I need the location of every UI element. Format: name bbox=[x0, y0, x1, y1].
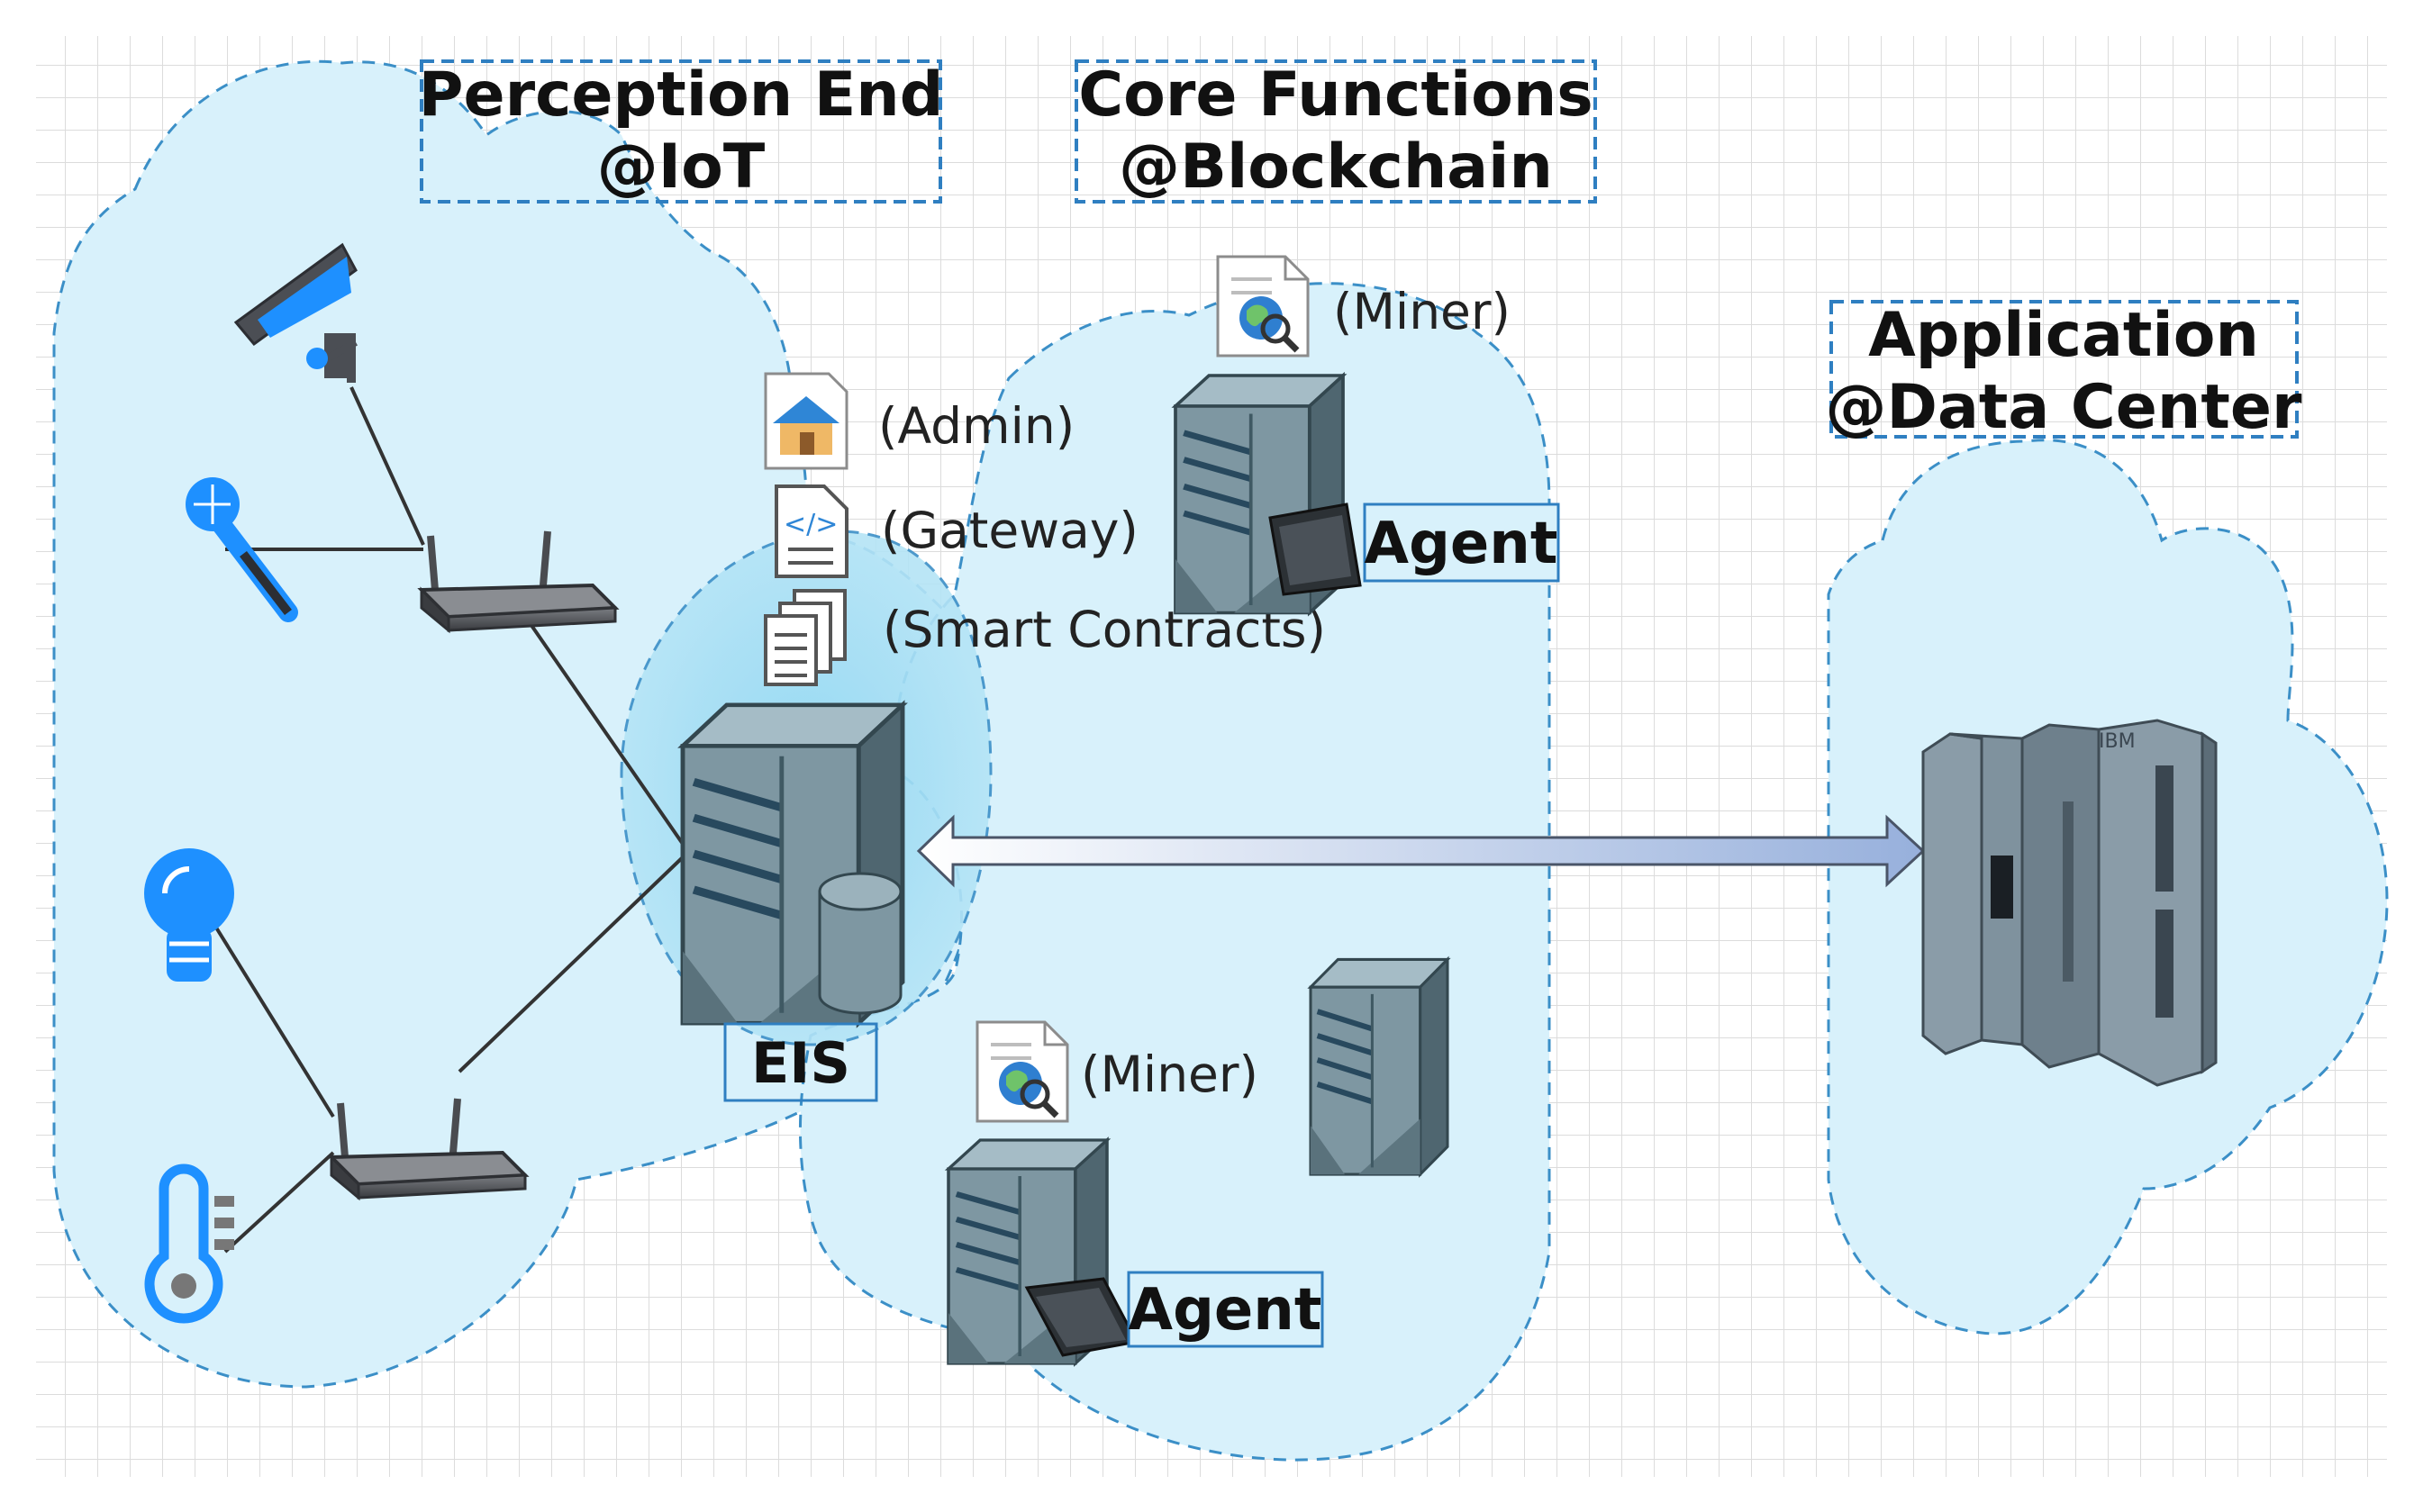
cctv-camera-icon bbox=[233, 242, 358, 383]
eis-label: EIS bbox=[751, 1030, 850, 1096]
gateway-code-document-icon: </> bbox=[775, 484, 849, 578]
perception-title: Perception End bbox=[419, 59, 944, 131]
svg-text:</>: </> bbox=[784, 509, 838, 540]
eis-label-box bbox=[723, 1022, 878, 1102]
perception-title-box: Perception End @IoT bbox=[419, 59, 944, 204]
agent-bottom-screen-icon bbox=[1024, 1277, 1139, 1357]
blockchain-node-server-icon bbox=[1311, 959, 1447, 1174]
agent-top-label: Agent bbox=[1365, 511, 1558, 577]
agent-bottom-label-box bbox=[1127, 1271, 1324, 1348]
core-title: Core Functions bbox=[1078, 59, 1593, 131]
data-center-mainframe-icon: IBM bbox=[1921, 719, 2218, 1087]
light-bulb-icon bbox=[144, 848, 234, 982]
gateway-label: (Gateway) bbox=[881, 502, 1139, 559]
admin-document-icon bbox=[764, 372, 849, 470]
miner-top-search-document-icon bbox=[1218, 257, 1308, 356]
agent-bottom-label: Agent bbox=[1129, 1277, 1322, 1344]
microphone-icon bbox=[186, 477, 298, 622]
core-subtitle: @Blockchain bbox=[1119, 131, 1553, 203]
smart-contracts-stack-icon bbox=[764, 589, 847, 686]
ibm-logo-text: IBM bbox=[2099, 730, 2136, 753]
application-title: Application bbox=[1868, 300, 2259, 371]
application-title-box: Application @Data Center bbox=[1826, 300, 2302, 443]
database-cylinder-icon bbox=[818, 872, 903, 1015]
core-title-box: Core Functions @Blockchain bbox=[1075, 59, 1597, 204]
miner-bottom-search-document-icon bbox=[977, 1022, 1067, 1121]
miner-top-label: (Miner) bbox=[1333, 283, 1511, 340]
perception-subtitle: @IoT bbox=[597, 131, 766, 203]
iot-connections bbox=[214, 386, 686, 1254]
agent-top-label-box bbox=[1363, 502, 1560, 583]
admin-label: (Admin) bbox=[878, 397, 1075, 455]
thermometer-icon bbox=[144, 1163, 234, 1324]
miner-bottom-label: (Miner) bbox=[1081, 1046, 1258, 1103]
application-subtitle: @Data Center bbox=[1826, 372, 2302, 443]
agent-top-screen-icon bbox=[1268, 502, 1362, 596]
